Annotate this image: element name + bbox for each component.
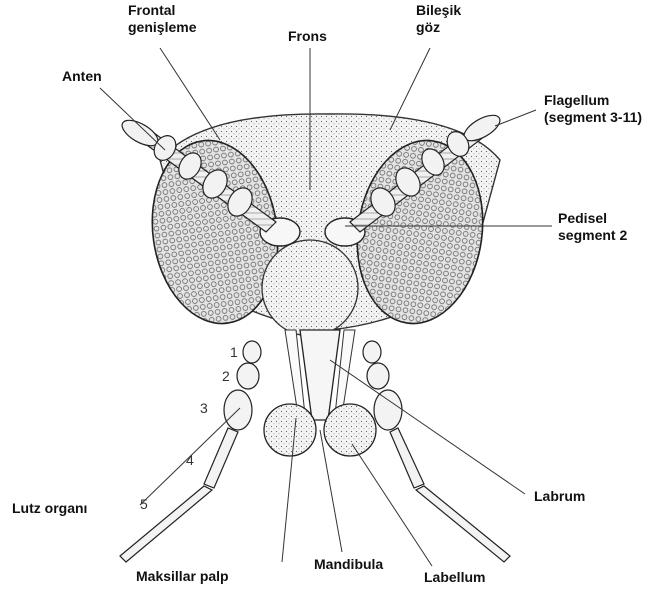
label-labrum: Labrum xyxy=(534,488,585,505)
palp-segment-number: 5 xyxy=(140,496,148,512)
label-maksillar-palp: Maksillar palp xyxy=(136,568,229,585)
label-labellum: Labellum xyxy=(424,569,485,586)
label-pedisel: Pedisel segment 2 xyxy=(558,210,627,244)
leader-bilesik xyxy=(390,48,430,130)
label-lutz-organi: Lutz organı xyxy=(12,500,87,517)
label-frons: Frons xyxy=(288,28,327,45)
leader-flagellum xyxy=(495,110,536,126)
palp-segment-number: 1 xyxy=(230,344,238,360)
label-frontal-genisleme: Frontal genişleme xyxy=(128,2,196,36)
label-bilesik-goz: Bileşik göz xyxy=(416,2,461,36)
leader-frontal xyxy=(160,48,220,140)
labellum-right xyxy=(324,404,376,456)
palp-segment-number: 2 xyxy=(222,368,230,384)
labellum-left xyxy=(264,404,316,456)
palp-segment-number: 4 xyxy=(186,452,194,468)
labrum-proboscis xyxy=(300,330,340,420)
palp-segment-number: 3 xyxy=(200,400,208,416)
leader-labellum xyxy=(352,444,432,566)
label-anten: Anten xyxy=(62,68,102,85)
maxillary-palp-right xyxy=(363,341,510,562)
label-flagellum: Flagellum (segment 3-11) xyxy=(544,92,642,126)
leader-anten xyxy=(100,88,165,150)
clypeus xyxy=(262,240,358,336)
label-mandibula: Mandibula xyxy=(314,556,383,573)
